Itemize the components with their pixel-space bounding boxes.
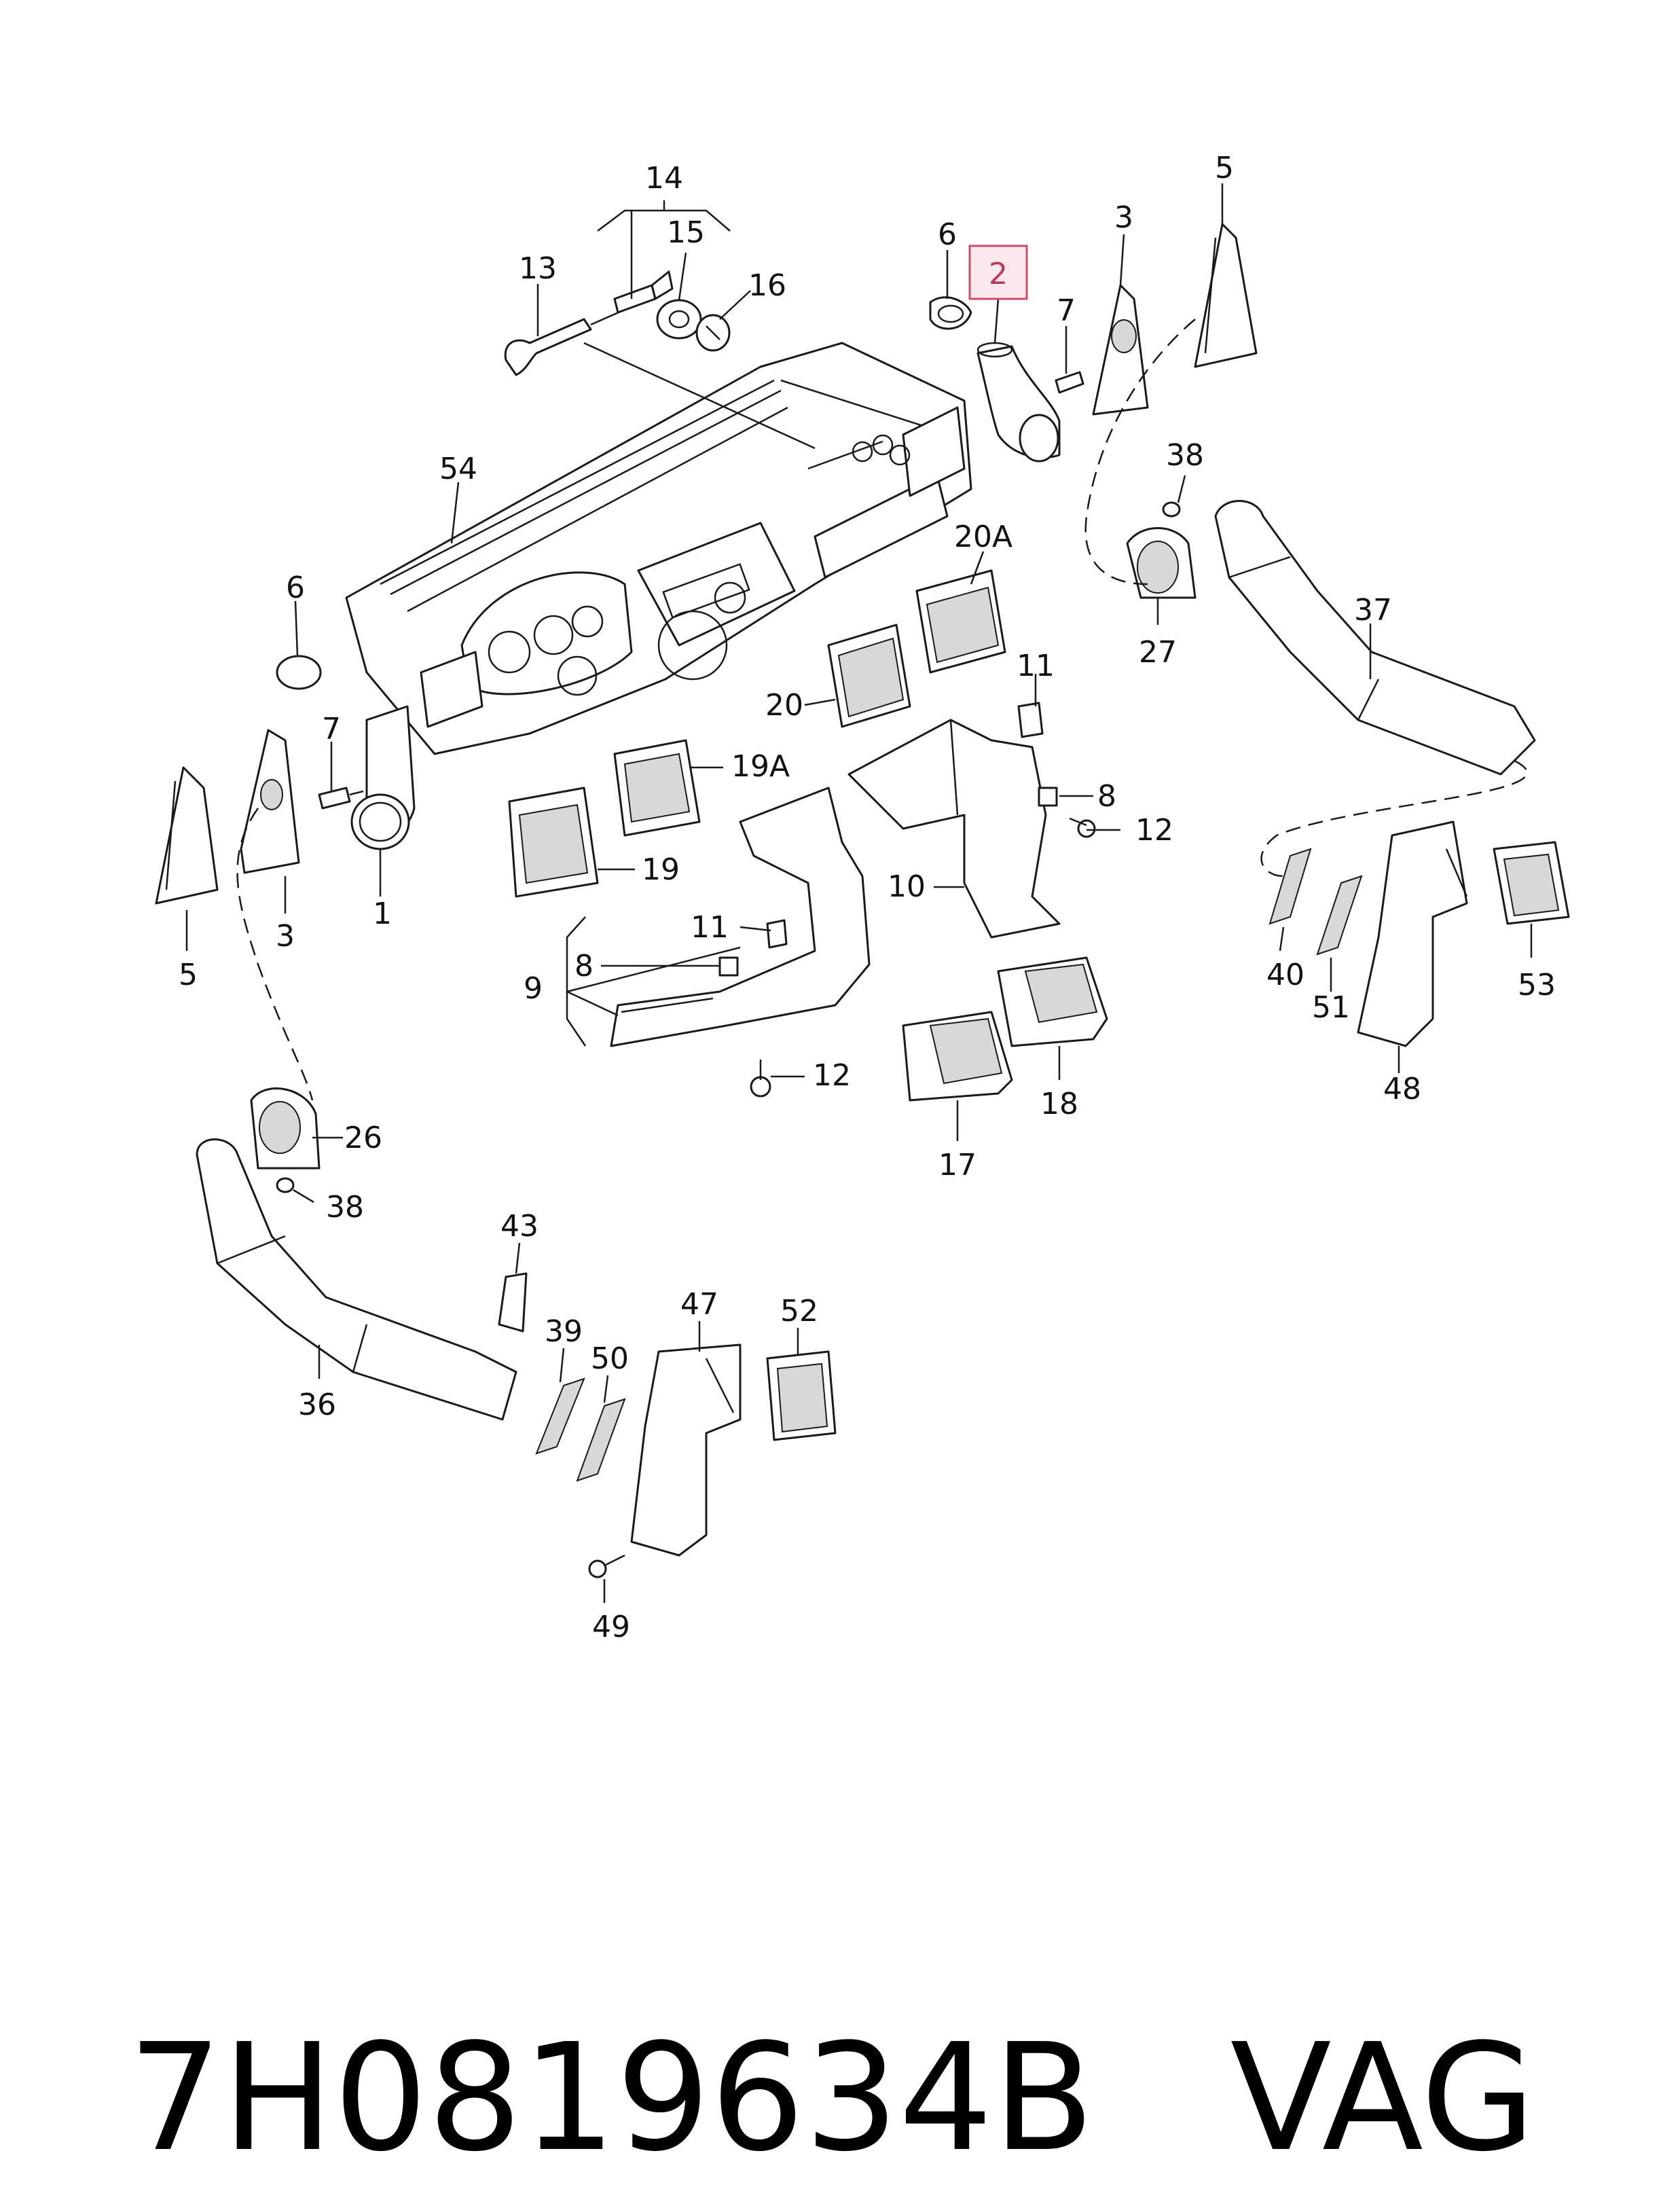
callout-54: 54 [439,452,477,486]
dashed-line-right-lower [1260,759,1528,878]
part-number: 7H0819634B [128,2012,1095,2184]
duct-36 [196,1138,517,1421]
vent-19A [613,739,701,837]
callout-9: 9 [524,971,543,1006]
callout-26: 26 [344,1121,382,1155]
callout-49: 49 [592,1610,630,1644]
nut-8-upper [1038,787,1058,807]
callout-20: 20 [765,688,803,723]
callout-50: 50 [591,1341,629,1376]
grille-50 [576,1398,626,1482]
callout-16: 16 [748,268,786,303]
grille-40 [1268,848,1312,925]
duct-left-outer [350,705,416,850]
trim-panel-speaker-right [1092,284,1149,416]
air-duct-2 [976,342,1061,463]
callout-5: 5 [179,958,198,992]
grille-39 [535,1377,585,1455]
clip-7-top [1055,371,1084,394]
dashed-line-left [236,808,314,1101]
callout-18: 18 [1040,1087,1078,1121]
callout-27: 27 [1139,635,1177,670]
duct-48 [1357,820,1468,1047]
grille-51 [1316,875,1363,956]
clip-left [318,787,364,810]
leader-lines [185,183,1533,1603]
callout-53: 53 [1518,968,1556,1002]
brand-name: VAG [1230,2012,1536,2184]
parts-diagram: 14 15 16 13 6 2 7 3 5 54 38 20A 27 37 6 … [155,151,1570,1644]
callout-8: 8 [574,949,594,983]
callout-10: 10 [888,869,926,904]
callout-11: 11 [1017,649,1055,683]
callout-19A: 19A [731,749,790,784]
callout-47: 47 [680,1287,718,1322]
trim-panel-triangle-left [155,766,219,905]
clip-11-upper [1017,702,1044,738]
vent-18 [997,956,1108,1047]
cable-13 [504,308,625,376]
duct-9 [610,787,871,1047]
callout-12: 12 [1135,813,1173,848]
speaker-grille-27 [1126,527,1197,599]
cap-6-top [929,296,972,330]
footer: 7H0819634B VAG [34,1834,1650,2184]
clip-43 [498,1272,528,1333]
callout-3: 3 [276,919,295,954]
callout-36: 36 [298,1388,336,1422]
clip-11-lower [766,919,788,949]
dashboard-panel [345,342,972,755]
callout-38: 38 [326,1190,364,1225]
callout-15: 15 [667,215,705,250]
callout-20A: 20A [954,520,1012,554]
vent-20 [827,623,911,728]
vent-53 [1493,841,1570,925]
callout-6: 6 [286,571,305,605]
callout-11: 11 [691,910,729,945]
ring-15 [656,299,702,340]
callout-39: 39 [545,1314,583,1349]
vent-17 [902,1011,1013,1102]
speaker-grille-26 [250,1087,321,1170]
vent-52 [766,1350,837,1441]
trim-panel-triangle-right [1194,223,1258,368]
callout-37: 37 [1354,593,1392,628]
screw-49 [588,1554,625,1578]
highlight-box [968,245,1028,300]
callout-19: 19 [642,852,680,887]
dashed-line-right-upper [1084,319,1196,585]
switch-14 [613,270,674,314]
callout-3: 3 [1114,200,1133,235]
callout-38: 38 [1166,438,1204,473]
callout-8: 8 [1097,779,1116,814]
callout-7: 7 [1057,293,1076,328]
callout-1: 1 [373,897,392,931]
clip-38-top [1162,501,1181,518]
callout-40: 40 [1266,958,1304,992]
callout-51: 51 [1312,990,1350,1025]
trim-panel-speaker-left [240,729,300,874]
clip-38-lower [276,1177,295,1193]
callout-12: 12 [813,1058,851,1093]
callout-48: 48 [1383,1072,1421,1106]
callout-7: 7 [322,712,341,746]
callout-6: 6 [938,217,957,252]
duct-37 [1214,500,1536,776]
callout-43: 43 [500,1209,538,1244]
cap-left [276,655,322,690]
duct-10 [847,719,1061,939]
callout-5: 5 [1215,151,1234,185]
callout-17: 17 [938,1148,976,1182]
nut-8-lower [718,956,739,977]
knob-16 [695,314,731,352]
callout-13: 13 [519,251,557,286]
callout-52: 52 [780,1294,818,1329]
vent-19 [508,787,599,898]
screw-12-upper [1069,817,1096,838]
screw-12-lower [750,1060,771,1098]
duct-47 [630,1343,742,1557]
vent-20A [915,569,1006,674]
callout-14: 14 [645,161,683,196]
callout-2: 2 [989,257,1008,291]
